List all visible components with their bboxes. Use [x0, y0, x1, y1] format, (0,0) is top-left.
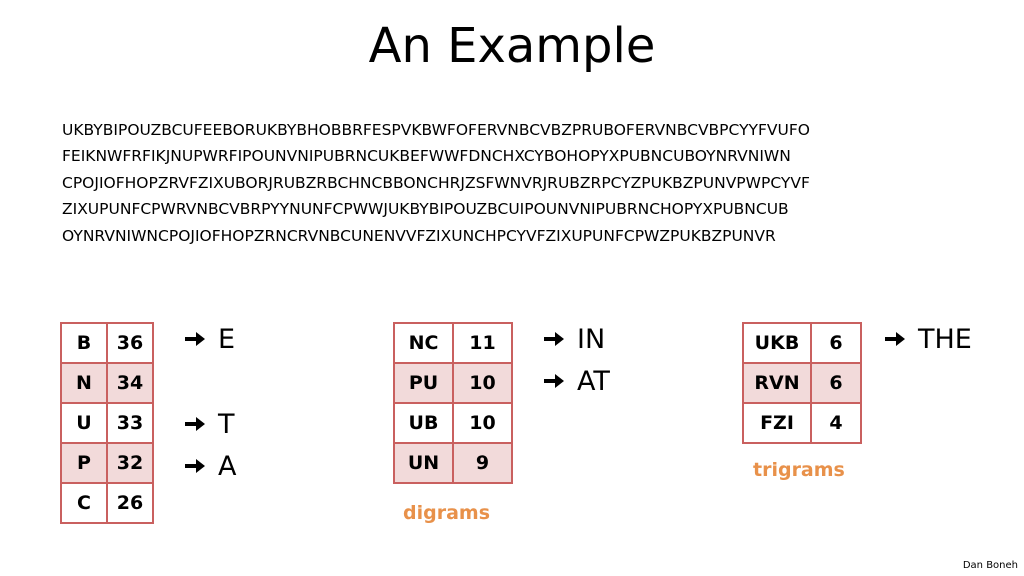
letter-cell: C — [60, 482, 108, 524]
table-row: UKB 6 — [742, 322, 862, 364]
digram-cell: NC — [393, 322, 454, 364]
count-cell: 4 — [810, 402, 862, 444]
mapping-nc-to-in: IN — [543, 324, 605, 356]
ciphertext-line: OYNRVNIWNCPOJIOFHOPZRNCRVNBCUNENVVFZIXUN… — [62, 226, 776, 245]
right-arrow-icon — [185, 416, 205, 431]
table-row: RVN 6 — [742, 362, 862, 404]
table-row: B 36 — [60, 322, 154, 364]
right-arrow-icon — [885, 331, 905, 346]
trigram-cell: RVN — [742, 362, 812, 404]
mapping-u-to-t: T — [184, 409, 235, 441]
trigram-cell: FZI — [742, 402, 812, 444]
table-row: UN 9 — [393, 442, 513, 484]
mapping-label: E — [218, 324, 236, 355]
digram-cell: UN — [393, 442, 454, 484]
count-cell: 6 — [810, 362, 862, 404]
ciphertext-line: CPOJIOFHOPZRVFZIXUBORJRUBZRBCHNCBBONCHRJ… — [62, 173, 810, 192]
ciphertext-line: ZIXUPUNFCPWRVNBCVBRPYYNUNFCPWWJUKBYBIPOU… — [62, 200, 789, 219]
mapping-b-to-e: E — [184, 324, 235, 356]
table-row: C 26 — [60, 482, 154, 524]
mapping-label: IN — [577, 324, 606, 355]
author-credit: Dan Boneh — [962, 560, 1018, 571]
count-cell: 34 — [106, 362, 154, 404]
ciphertext-line: UKBYBIPOUZBCUFEEBORUKBYBHOBBRFESPVKBWFOF… — [62, 121, 810, 139]
letter-cell: B — [60, 322, 108, 364]
count-cell: 10 — [452, 402, 513, 444]
mapping-label: AT — [577, 366, 610, 397]
single-letter-frequency-table: B 36 N 34 U 33 P 32 C 26 — [60, 322, 154, 524]
count-cell: 33 — [106, 402, 154, 444]
slide-title: An Example — [368, 18, 656, 74]
count-cell: 11 — [452, 322, 513, 364]
table-row: NC 11 — [393, 322, 513, 364]
table-row: PU 10 — [393, 362, 513, 404]
right-arrow-icon — [544, 331, 564, 346]
digram-cell: PU — [393, 362, 454, 404]
trigram-cell: UKB — [742, 322, 812, 364]
mapping-label: THE — [918, 324, 972, 355]
mapping-ukb-to-the: THE — [884, 324, 972, 356]
count-cell: 26 — [106, 482, 154, 524]
mapping-label: A — [218, 451, 237, 482]
table-row: U 33 — [60, 402, 154, 444]
ciphertext-block: UKBYBIPOUZBCUFEEBORUKBYBHOBBRFESPVKBWFOF… — [62, 117, 982, 249]
digram-cell: UB — [393, 402, 454, 444]
letter-cell: U — [60, 402, 108, 444]
digram-frequency-table: NC 11 PU 10 UB 10 UN 9 — [393, 322, 513, 484]
table-row: FZI 4 — [742, 402, 862, 444]
mapping-label: T — [218, 409, 235, 440]
letter-cell: N — [60, 362, 108, 404]
count-cell: 9 — [452, 442, 513, 484]
digrams-caption: digrams — [403, 502, 491, 524]
trigram-frequency-table: UKB 6 RVN 6 FZI 4 — [742, 322, 862, 444]
table-row: N 34 — [60, 362, 154, 404]
count-cell: 32 — [106, 442, 154, 484]
mapping-pu-to-at: AT — [543, 366, 610, 398]
count-cell: 6 — [810, 322, 862, 364]
table-row: UB 10 — [393, 402, 513, 444]
count-cell: 36 — [106, 322, 154, 364]
letter-cell: P — [60, 442, 108, 484]
ciphertext-line: FEIKNWFRFIKJNUPWRFIPOUNVNIPUBRNCUKBEFWWF… — [62, 147, 791, 166]
table-row: P 32 — [60, 442, 154, 484]
mapping-p-to-a: A — [184, 451, 236, 483]
right-arrow-icon — [185, 331, 205, 346]
right-arrow-icon — [185, 458, 205, 473]
trigrams-caption: trigrams — [753, 459, 845, 481]
right-arrow-icon — [544, 373, 564, 388]
count-cell: 10 — [452, 362, 513, 404]
